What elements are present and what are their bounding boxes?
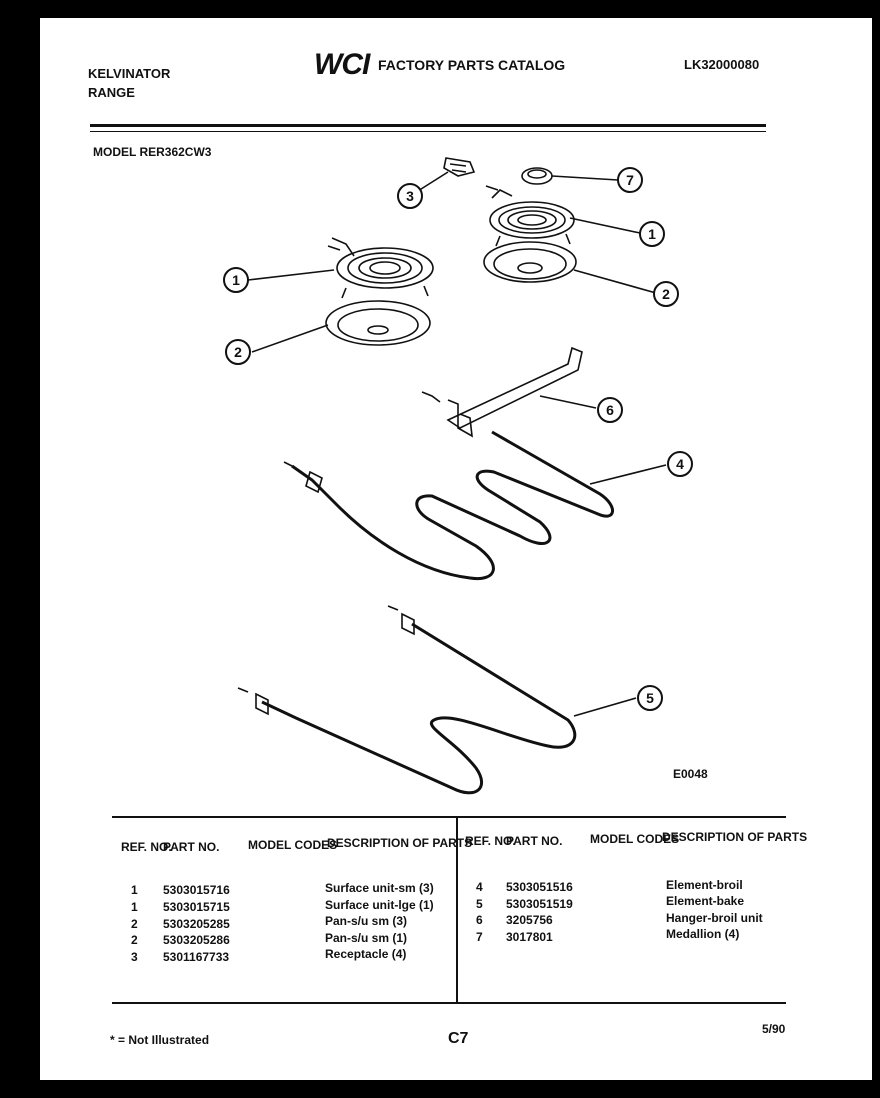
left-row-1-ref: 1 [131, 883, 138, 897]
right-row-4-desc: Medallion (4) [666, 927, 740, 941]
svg-text:1: 1 [232, 272, 240, 288]
svg-text:2: 2 [234, 344, 242, 360]
header-rule [90, 124, 766, 127]
product-type: RANGE [88, 85, 135, 100]
svg-text:3: 3 [406, 188, 414, 204]
page-code: C7 [448, 1030, 469, 1047]
right-row-1-desc: Element-broil [666, 878, 743, 892]
left-row-4-desc: Pan-s/u sm (1) [325, 931, 408, 945]
right-row-4-ref: 7 [476, 930, 483, 944]
table-divider [456, 816, 458, 1002]
left-row-2-ref: 1 [131, 900, 138, 914]
right-row-3-desc: Hanger-broil unit [666, 911, 763, 925]
left-row-3-part: 5303205285 [163, 917, 230, 931]
callout-medallion: 7 [617, 167, 643, 193]
callout-pan-left: 2 [225, 339, 251, 365]
left-row-1-part: 5303015716 [163, 883, 230, 897]
broil-element-part [291, 430, 614, 581]
right-row-3-part: 3205756 [506, 913, 553, 927]
left-row-2-part: 5303015715 [163, 900, 230, 914]
svg-text:7: 7 [626, 172, 634, 188]
svg-text:1: 1 [648, 226, 656, 242]
brand-name: KELVINATOR [88, 66, 171, 81]
header-desc-left: DESCRIPTION OF PARTS [327, 836, 473, 850]
catalog-title: FACTORY PARTS CATALOG [378, 57, 566, 73]
header-model-right: MODEL CODES [590, 832, 680, 846]
revision-date: 5/90 [762, 1022, 786, 1036]
svg-text:4: 4 [676, 456, 684, 472]
svg-text:6: 6 [606, 402, 614, 418]
left-row-5-desc: Receptacle (4) [325, 947, 407, 961]
left-row-3-desc: Pan-s/u sm (3) [325, 914, 408, 928]
header-model-left: MODEL CODES [248, 838, 338, 852]
header-part-left: PART NO. [163, 840, 220, 854]
surface-unit-small [327, 237, 434, 299]
right-row-2-desc: Element-bake [666, 894, 745, 908]
header-ref-right: REF. NO. [465, 834, 516, 848]
receptacle-part [443, 157, 476, 177]
left-row-2-desc: Surface unit-lge (1) [325, 898, 434, 912]
wci-logo: WCI [314, 48, 370, 81]
callout-bake-element: 5 [637, 685, 663, 711]
header-rule-thin [90, 131, 766, 132]
callout-broil-element: 4 [667, 451, 693, 477]
table-bottom-rule [112, 1002, 786, 1004]
bake-element-part [261, 622, 577, 795]
left-row-3-ref: 2 [131, 917, 138, 931]
left-row-1-desc: Surface unit-sm (3) [325, 881, 434, 895]
left-row-4-ref: 2 [131, 933, 138, 947]
drip-pan-left [325, 300, 431, 346]
not-illustrated-note: * = Not Illustrated [110, 1033, 210, 1047]
header-ref-left: REF. NO. [121, 840, 172, 854]
right-row-2-ref: 5 [476, 897, 483, 911]
surface-unit-large [485, 185, 575, 247]
header-desc-right: DESCRIPTION OF PARTS [662, 830, 808, 844]
model-label: MODEL RER362CW3 [93, 145, 212, 159]
header-part-right: PART NO. [506, 834, 563, 848]
catalog-number: LK32000080 [684, 57, 760, 72]
callout-broil-hanger: 6 [597, 397, 623, 423]
table-top-rule [112, 816, 786, 818]
left-row-5-part: 5301167733 [163, 950, 230, 964]
broil-hanger-part [421, 346, 583, 438]
svg-text:5: 5 [646, 690, 654, 706]
drip-pan-right [483, 241, 577, 283]
right-row-2-part: 5303051519 [506, 897, 573, 911]
medallion-part [521, 167, 553, 185]
callout-receptacle: 3 [397, 183, 423, 209]
left-row-5-ref: 3 [131, 950, 138, 964]
left-row-4-part: 5303205286 [163, 933, 230, 947]
drawing-code: E0048 [673, 767, 708, 781]
right-row-3-ref: 6 [476, 913, 483, 927]
callout-pan-right: 2 [653, 281, 679, 307]
right-row-1-ref: 4 [476, 880, 483, 894]
svg-text:2: 2 [662, 286, 670, 302]
right-row-1-part: 5303051516 [506, 880, 573, 894]
callout-surface-unit-right: 1 [639, 221, 665, 247]
right-row-4-part: 3017801 [506, 930, 553, 944]
callout-surface-unit-left: 1 [223, 267, 249, 293]
